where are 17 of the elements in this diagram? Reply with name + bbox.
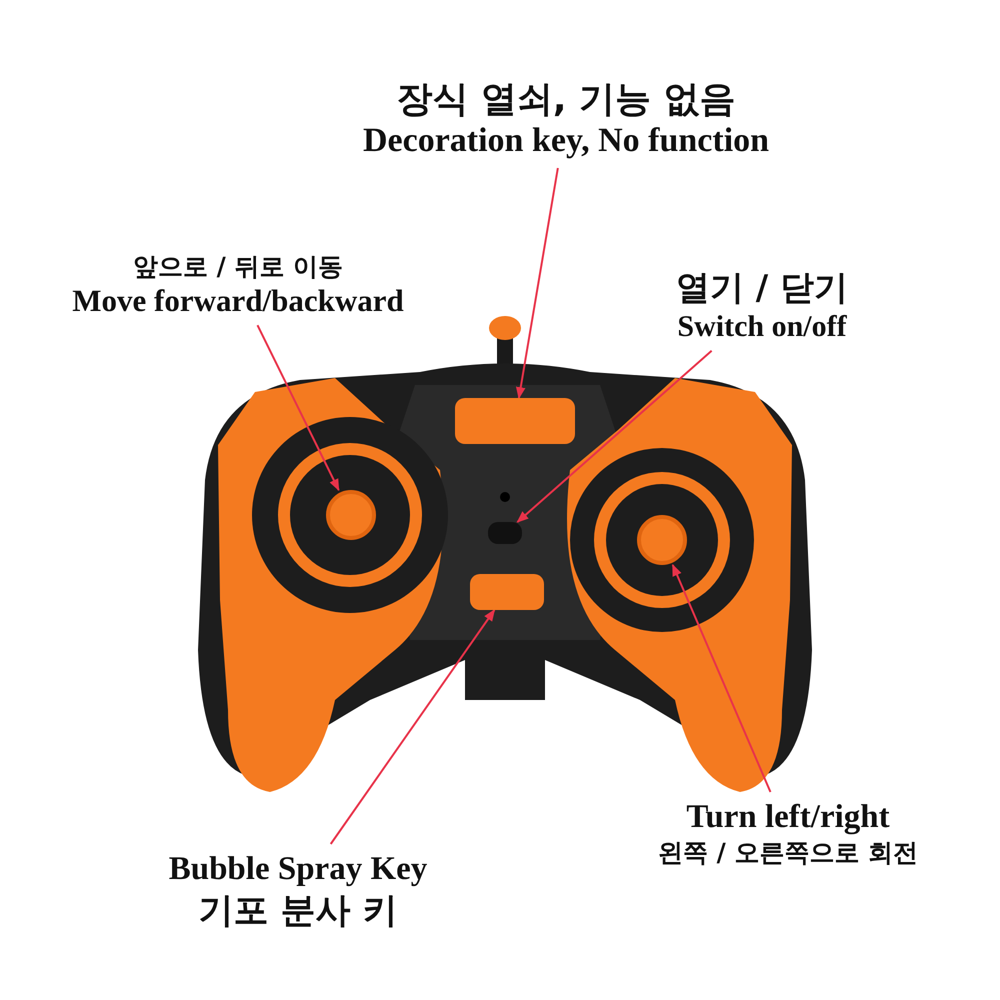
callout-text: Bubble Spray Key bbox=[168, 850, 428, 889]
slide-switch bbox=[488, 522, 522, 544]
callout-text: Move forward/backward bbox=[72, 282, 404, 320]
leader-line bbox=[256, 324, 340, 492]
callout-text: 왼쪽 / 오른쪽으로 회전 bbox=[658, 838, 918, 868]
leader-line bbox=[516, 350, 712, 523]
leader-line bbox=[516, 168, 559, 400]
callout-text: 기포 분사 키 bbox=[198, 890, 398, 932]
callout-text: Switch on/off bbox=[677, 308, 847, 345]
callout-text: 장식 열쇠, 기능 없음 bbox=[396, 78, 736, 122]
callout-text: Decoration key, No function bbox=[362, 121, 770, 162]
callout-text: 앞으로 / 뒤로 이동 bbox=[132, 252, 344, 282]
leader-line bbox=[330, 609, 496, 845]
callout-text: Turn left/right bbox=[686, 798, 890, 837]
callout-text: 열기 / 닫기 bbox=[676, 268, 848, 309]
key-button bbox=[455, 398, 575, 444]
key-button bbox=[470, 574, 544, 610]
